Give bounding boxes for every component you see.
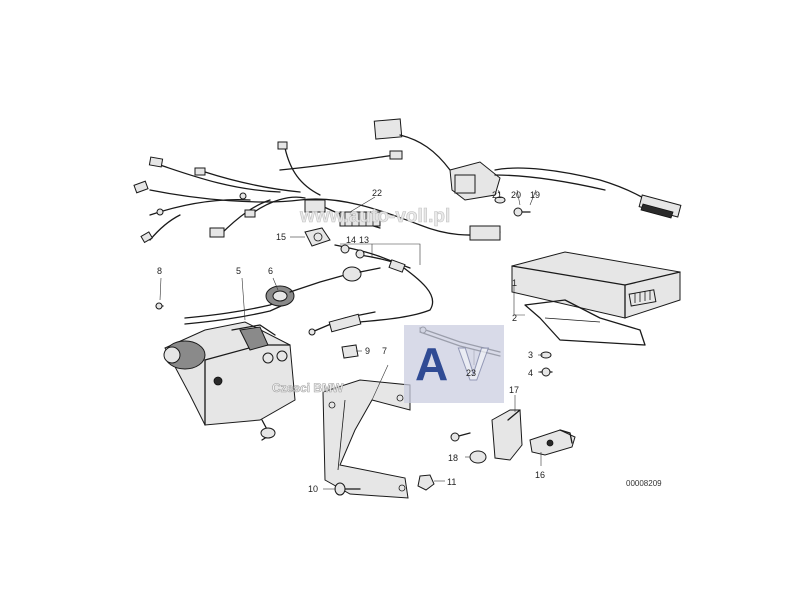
callout-22: 22 (372, 188, 382, 198)
callout-9: 9 (365, 346, 370, 356)
mounting-bracket (524, 299, 646, 377)
watermark-subtitle: Czesci BMW (272, 381, 344, 395)
callout-5: 5 (236, 266, 241, 276)
callout-16: 16 (535, 470, 545, 480)
cable-assembly (308, 244, 434, 336)
callout-14: 14 (346, 235, 356, 245)
callout-10: 10 (308, 484, 318, 494)
callout-4: 4 (528, 368, 533, 378)
callout-21: 21 (492, 190, 502, 200)
watermark-panel (404, 325, 504, 403)
callout-17: 17 (509, 385, 519, 395)
actuator-unit (155, 266, 381, 441)
callout-2: 2 (512, 313, 517, 323)
callout-8: 8 (157, 266, 162, 276)
callout-1: 1 (512, 278, 517, 288)
callout-3: 3 (528, 350, 533, 360)
callout-11: 11 (447, 477, 456, 487)
watermark-letter-a: A (415, 338, 448, 390)
diagram-reference-number: 00008209 (626, 479, 662, 488)
callout-18: 18 (448, 453, 458, 463)
callout-19: 19 (530, 190, 540, 200)
wiring-harness (133, 141, 501, 244)
callout-6: 6 (268, 266, 273, 276)
grommet (304, 227, 331, 247)
callout-labels: 1 2 3 4 5 6 7 8 9 10 11 13 14 15 16 17 1… (157, 188, 662, 494)
watermark-url: www.auto-voll.pl (299, 206, 450, 227)
control-unit (511, 251, 681, 319)
callout-20: 20 (511, 190, 521, 200)
switch-harness (373, 118, 682, 219)
callout-13: 13 (359, 235, 369, 245)
callout-15: 15 (276, 232, 286, 242)
watermark: A V www.auto-voll.pl Czesci BMW (272, 206, 504, 403)
switch-bracket (450, 409, 576, 464)
watermark-letter-v: V (458, 338, 489, 390)
callout-23: 23 (466, 368, 476, 378)
bracket-arm (322, 344, 435, 499)
callout-7: 7 (382, 346, 387, 356)
leader-lines (159, 189, 543, 490)
